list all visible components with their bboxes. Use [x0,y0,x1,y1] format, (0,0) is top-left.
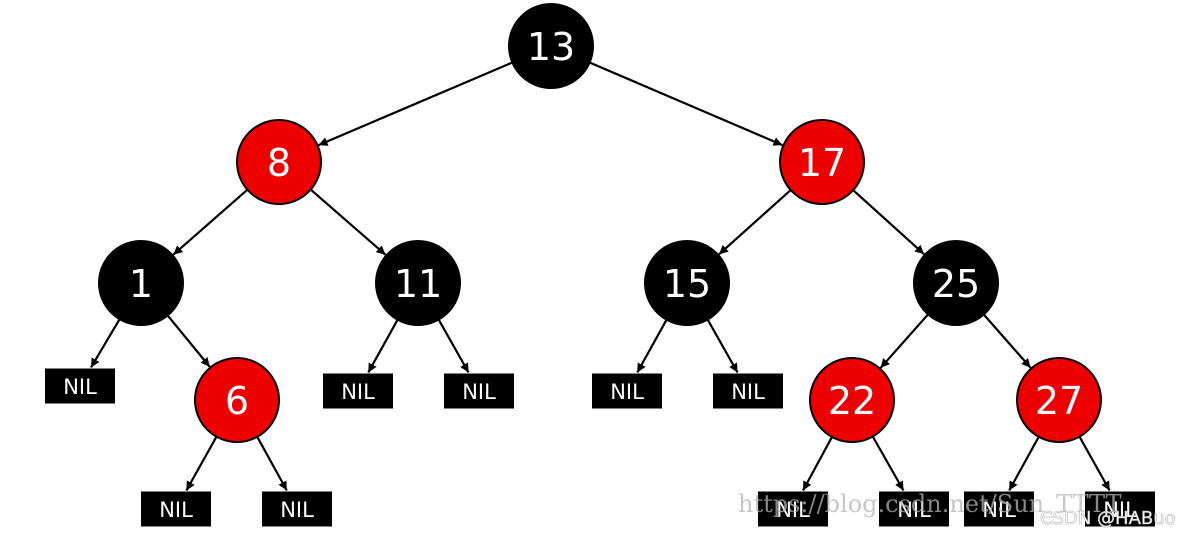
nil-leaf-6b: NIL [262,491,332,527]
edge-13-to-8 [318,61,513,147]
nil-box [45,368,115,404]
edge-6-to-nil-6b [256,436,288,492]
tree-node-15: 15 [644,240,730,326]
node-circle-red [779,119,865,205]
nil-label: NIL [610,380,644,404]
nil-leaf-27b: NIL [1085,491,1155,527]
node-circle-red [236,119,322,205]
nil-label: NIL [341,380,375,404]
node-circle-red [1016,357,1102,443]
nil-leaf-6a: NIL [141,491,211,527]
tree-node-1: 1 [98,240,184,326]
nil-leaf-11b: NIL [444,373,514,409]
nil-label: NIL [1103,498,1137,522]
nil-leaf-15b: NIL [713,373,783,409]
edge-8-to-1 [172,188,249,256]
edge-27-to-nil-27a [1008,436,1040,492]
node-label: 22 [828,379,876,423]
edge-6-to-nil-6a [185,436,218,492]
nil-box [1085,491,1155,527]
edge-17-to-15 [718,189,792,256]
nil-box [879,491,949,527]
nil-box [444,373,514,409]
nil-label: NIL [63,375,97,399]
node-circle-black [913,240,999,326]
node-label: 8 [267,141,291,185]
tree-node-11: 11 [375,240,461,326]
nil-box [141,491,211,527]
nil-leaf-27a: NIL [964,491,1034,527]
node-label: 13 [527,25,575,69]
edges-layer [90,61,1111,492]
edge-1-to-6 [166,314,211,368]
nil-label: NIL [982,498,1016,522]
tree-node-22: 22 [809,357,895,443]
node-label: 27 [1035,379,1083,423]
edge-11-to-nil-11a [367,319,399,374]
nil-box [713,373,783,409]
node-label: 25 [932,262,980,306]
edge-22-to-nil-22a [802,436,833,492]
node-circle-black [375,240,461,326]
node-label: 6 [225,379,249,423]
nil-label: NIL [280,498,314,522]
nil-label: NIL [462,380,496,404]
tree-node-13: 13 [508,3,594,89]
watermark-credit: CSDN @HABuo [1040,508,1176,529]
nil-box [592,373,662,409]
nil-leaf-22a: NIL [758,491,828,527]
edge-13-to-17 [589,61,783,147]
edge-15-to-nil-15a [636,319,668,374]
edge-8-to-11 [309,188,387,256]
node-label: 17 [798,141,846,185]
nil-box [262,491,332,527]
edge-17-to-25 [852,189,925,255]
nil-box [964,491,1034,527]
edge-25-to-22 [879,313,929,369]
tree-node-6: 6 [194,357,280,443]
nil-leaf-1a: NIL [45,368,115,404]
node-label: 11 [394,262,442,306]
node-circle-black [508,3,594,89]
nil-leaf-22b: NIL [879,491,949,527]
nil-leaf-15a: NIL [592,373,662,409]
watermark: https://blog.csdn.net/Sun_TTTT CSDN @HAB… [738,490,1176,529]
node-circle-black [644,240,730,326]
nil-label: NIL [897,498,931,522]
nil-box [758,491,828,527]
node-circle-red [809,357,895,443]
nil-box [323,373,393,409]
node-circle-black [98,240,184,326]
tree-node-8: 8 [236,119,322,205]
node-label: 1 [129,262,153,306]
node-circle-red [194,357,280,443]
tree-node-17: 17 [779,119,865,205]
edge-22-to-nil-22b [871,435,905,492]
nil-leaf-11a: NIL [323,373,393,409]
nil-label: NIL [731,380,765,404]
nil-label: NIL [159,498,193,522]
node-label: 15 [663,262,711,306]
edge-11-to-nil-11b [437,319,470,374]
edge-1-to-nil-1a [90,318,121,369]
edge-15-to-nil-15b [706,319,739,374]
edge-27-to-nil-27b [1078,436,1111,492]
tree-node-25: 25 [913,240,999,326]
nil-label: NIL [776,498,810,522]
tree-node-27: 27 [1016,357,1102,443]
watermark-url: https://blog.csdn.net/Sun_TTTT [738,490,1121,518]
edge-25-to-27 [982,313,1032,369]
